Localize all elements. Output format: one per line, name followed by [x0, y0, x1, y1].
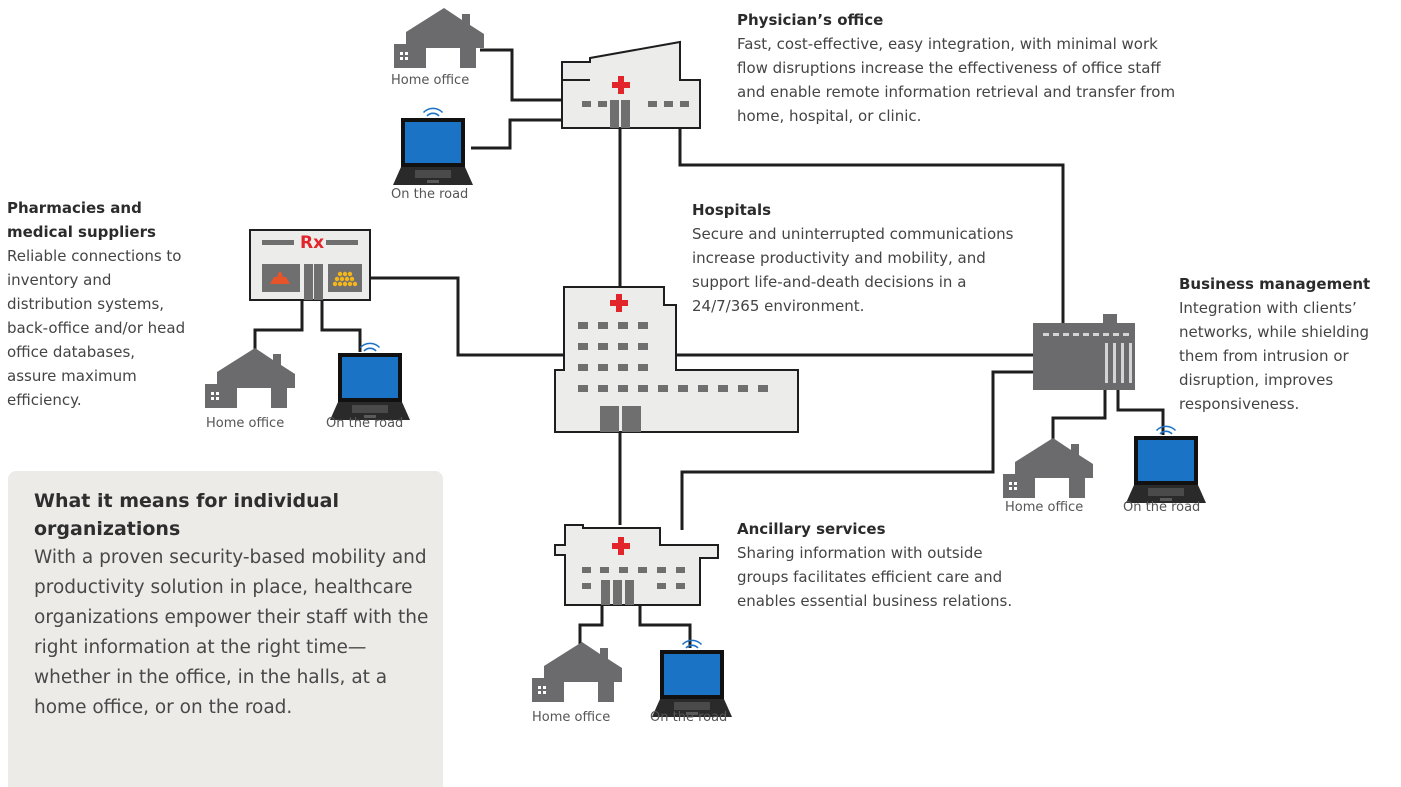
ancillary-home-office-caption: Home office	[532, 710, 611, 725]
pharmacy-laptop-icon	[328, 341, 412, 422]
physician-body: Fast, cost-effective, easy integration, …	[737, 35, 1176, 125]
link-anc-laptop	[638, 605, 692, 648]
physician-heading: Physician’s office	[737, 11, 884, 29]
link-phys-homeoffice	[480, 48, 570, 102]
pharmacy-home-office-icon	[205, 348, 295, 408]
callout-body: With a proven security-based mobility an…	[34, 547, 429, 718]
business-home-office-caption: Home office	[1005, 500, 1084, 515]
pharmacy-laptop-caption: On the road	[326, 416, 404, 431]
link-phys-business	[678, 128, 1065, 330]
business-home-office-icon	[1003, 438, 1093, 498]
physician-laptop-caption: On the road	[391, 187, 469, 202]
physician-laptop-icon	[391, 106, 475, 187]
hospitals-description: Hospitals Secure and uninterrupted commu…	[692, 198, 1022, 318]
link-pharm-hospital	[370, 276, 575, 357]
pharmacies-description: Pharmacies and medical suppliers Reliabl…	[7, 196, 187, 412]
hospitals-body: Secure and uninterrupted communications …	[692, 225, 1014, 315]
physician-description: Physician’s office Fast, cost-effective,…	[737, 8, 1177, 128]
pharmacies-body: Reliable connections to inventory and di…	[7, 247, 186, 409]
callout-box: What it means for individual organizatio…	[8, 471, 443, 787]
pharmacy-building: Rx	[249, 229, 371, 301]
business-building	[1033, 314, 1135, 390]
ancillary-laptop-icon	[650, 638, 734, 719]
ancillary-body: Sharing information with outside groups …	[737, 544, 1013, 610]
ancillary-home-office-icon	[532, 642, 622, 702]
ancillary-description: Ancillary services Sharing information w…	[737, 517, 1037, 613]
business-body: Integration with clients’ networks, whil…	[1179, 299, 1369, 413]
physicians-office-building	[561, 40, 701, 129]
link-biz-laptop	[1116, 390, 1165, 435]
ancillary-heading: Ancillary services	[737, 520, 886, 538]
hospitals-heading: Hospitals	[692, 201, 772, 219]
pharmacy-home-office-caption: Home office	[206, 416, 285, 431]
physician-home-office-caption: Home office	[391, 73, 470, 88]
business-heading: Business management	[1179, 275, 1371, 293]
link-anc-business	[680, 370, 1036, 530]
business-laptop-caption: On the road	[1123, 500, 1201, 515]
hospital-building	[554, 286, 799, 433]
business-description: Business management Integration with cli…	[1179, 272, 1394, 416]
callout-heading: What it means for individual organizatio…	[34, 490, 339, 540]
pharmacies-heading: Pharmacies and medical suppliers	[7, 199, 156, 241]
ancillary-laptop-caption: On the road	[650, 710, 728, 725]
link-phys-laptop	[471, 118, 570, 150]
business-laptop-icon	[1124, 424, 1208, 505]
link-pharm-laptop	[320, 300, 362, 352]
physician-home-office-icon	[394, 8, 484, 68]
ancillary-building	[554, 524, 719, 606]
rx-sign: Rx	[300, 233, 324, 253]
